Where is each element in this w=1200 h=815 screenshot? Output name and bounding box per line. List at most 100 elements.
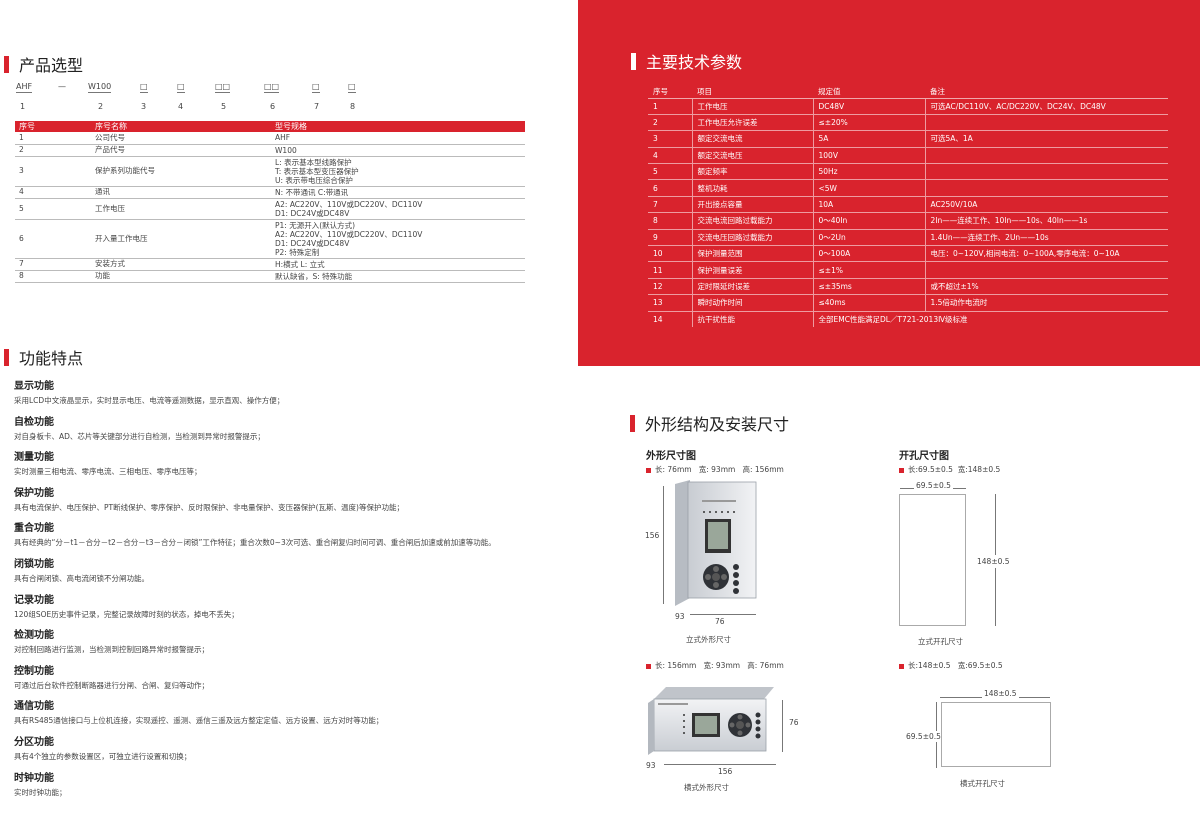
spec-line: W100 xyxy=(275,145,297,155)
table-cell: 12 xyxy=(648,277,693,295)
code-slot-4: □ xyxy=(177,82,185,93)
table-cell: 7 xyxy=(15,258,91,271)
spec-l: 长: 76mm xyxy=(655,465,692,474)
table-cell: 5 xyxy=(15,198,91,220)
table-cell xyxy=(925,261,1168,279)
table-cell: 整机功耗 xyxy=(692,179,814,197)
cutout-title: 开孔尺寸图 xyxy=(899,451,949,462)
table-cell: 交流电流回路过载能力 xyxy=(692,212,814,230)
spec-line: D1: DC24V或DC48V xyxy=(275,208,350,218)
feature-item: 分区功能具有4个独立的参数设置区，可独立进行设置和切换； xyxy=(14,733,574,769)
spec-line: T: 表示基本型变压器保护 xyxy=(275,166,359,176)
table-cell: 功能 xyxy=(91,270,271,283)
features-title: 功能特点 xyxy=(19,349,84,368)
spec-h: 高: 156mm xyxy=(742,465,784,474)
feature-item: 显示功能采用LCD中文液晶显示，实时显示电压、电流等遥测数据，显示直观、操作方便… xyxy=(14,377,574,413)
dim-depth: 93 xyxy=(646,761,656,770)
spec-l: 长:69.5±0.5 xyxy=(908,465,953,474)
spec-h: 高: 76mm xyxy=(747,661,784,670)
table-cell: 1.5倍动作电流时 xyxy=(925,294,1168,312)
table-cell: 定时限延时误差 xyxy=(692,277,814,295)
caption-horizontal-outline: 横式外形尺寸 xyxy=(684,783,729,792)
table-cell: 10 xyxy=(648,245,693,262)
header-cell: 备注 xyxy=(925,85,1168,99)
feature-heading: 时钟功能 xyxy=(14,772,54,784)
vertical-spec: 长: 76mm 宽: 93mm 高: 156mm xyxy=(646,464,784,475)
features-list: 显示功能采用LCD中文液晶显示，实时显示电压、电流等遥测数据，显示直观、操作方便… xyxy=(14,377,574,804)
table-cell: 13 xyxy=(648,294,693,312)
table-cell xyxy=(925,163,1168,180)
code-slot-8: □ xyxy=(348,82,356,93)
caption-vertical-outline: 立式外形尺寸 xyxy=(686,635,731,644)
feature-item: 控制功能可通过后台软件控制断路器进行分闸、合闸、复归等动作； xyxy=(14,662,574,698)
table-cell: 工作电压 xyxy=(91,198,271,220)
table-cell: 1 xyxy=(15,132,91,145)
spec-line: P2: 特殊定制 xyxy=(275,247,320,257)
table-cell: 2In——连续工作、10In——10s、40In——1s xyxy=(925,212,1168,230)
tech-table-header: 序号 项目 规定值 备注 xyxy=(648,85,1168,99)
feature-heading: 记录功能 xyxy=(14,594,54,606)
dim-line xyxy=(690,614,756,615)
feature-item: 测量功能实时测量三相电流、零序电流、三相电压、零序电压等； xyxy=(14,448,574,484)
table-cell: 额定频率 xyxy=(692,163,814,180)
table-cell: 保护测量范围 xyxy=(692,245,814,262)
cut-height: 69.5±0.5 xyxy=(906,731,941,742)
dim-line xyxy=(664,764,776,765)
table-cell: 1 xyxy=(648,97,693,115)
feature-desc: 实时时钟功能； xyxy=(14,787,67,797)
code-slot-3: □ xyxy=(140,82,148,93)
table-cell: 可选5A、1A xyxy=(925,130,1168,148)
section-title-selection: 产品选型 xyxy=(4,52,83,76)
table-cell: 14 xyxy=(648,310,693,328)
selection-table-header: 序号 序号名称 型号规格 xyxy=(15,121,525,132)
code-num: 3 xyxy=(141,102,147,111)
cut-width: 69.5±0.5 xyxy=(914,481,953,490)
dimensions-title: 外形结构及安装尺寸 xyxy=(645,415,790,434)
code-num: 4 xyxy=(178,102,184,111)
table-cell: 产品代号 xyxy=(91,144,271,157)
dim-depth: 93 xyxy=(675,612,685,621)
table-cell: 工作电压 xyxy=(692,97,814,115)
table-cell: 保护系列功能代号 xyxy=(91,156,271,187)
feature-heading: 闭锁功能 xyxy=(14,558,54,570)
feature-item: 自检功能对自身板卡、AD、芯片等关键部分进行自检测，当检测到异常时报警提示； xyxy=(14,413,574,449)
spec-l: 长: 156mm xyxy=(655,661,697,670)
table-cell: 1.4Un——连续工作、2Un——10s xyxy=(925,228,1168,246)
feature-item: 重合功能具有经典的“分－t1－合分－t2－合分－t3－合分－闭锁”工作特征；重合… xyxy=(14,519,574,555)
cut-height: 148±0.5 xyxy=(977,555,1010,568)
horizontal-device-image xyxy=(648,687,774,755)
table-cell xyxy=(925,113,1168,131)
dim-width: 156 xyxy=(718,767,733,776)
feature-item: 闭锁功能具有合闸闭锁、高电流闭锁不分闸功能。 xyxy=(14,555,574,591)
feature-heading: 测量功能 xyxy=(14,452,54,464)
table-cell: 瞬时动作时间 xyxy=(692,294,814,312)
feature-desc: 120组SOE历史事件记录，完整记录故障时刻的状态，掉电不丢失； xyxy=(14,609,239,619)
table-cell: W100 xyxy=(271,144,525,157)
table-cell: 可选AC/DC110V、AC/DC220V、DC24V、DC48V xyxy=(925,97,1168,115)
header-cell: 项目 xyxy=(692,85,813,99)
feature-heading: 重合功能 xyxy=(14,523,54,535)
table-cell xyxy=(925,179,1168,197)
table-cell: 电压：0~120V,相间电流：0~100A,零序电流：0~10A xyxy=(925,245,1168,262)
table-cell: 7 xyxy=(648,195,693,213)
feature-heading: 显示功能 xyxy=(14,381,54,392)
feature-desc: 具有电流保护、电压保护、PT断线保护、零序保护、反时限保护、非电量保护、变压器保… xyxy=(14,502,404,512)
spec-line: A2: AC220V、110V或DC220V、DC110V xyxy=(275,199,423,209)
header-cell: 序号名称 xyxy=(91,121,271,132)
section-title-dimensions: 外形结构及安装尺寸 xyxy=(630,411,789,435)
table-cell: ≤±1% xyxy=(813,261,926,279)
